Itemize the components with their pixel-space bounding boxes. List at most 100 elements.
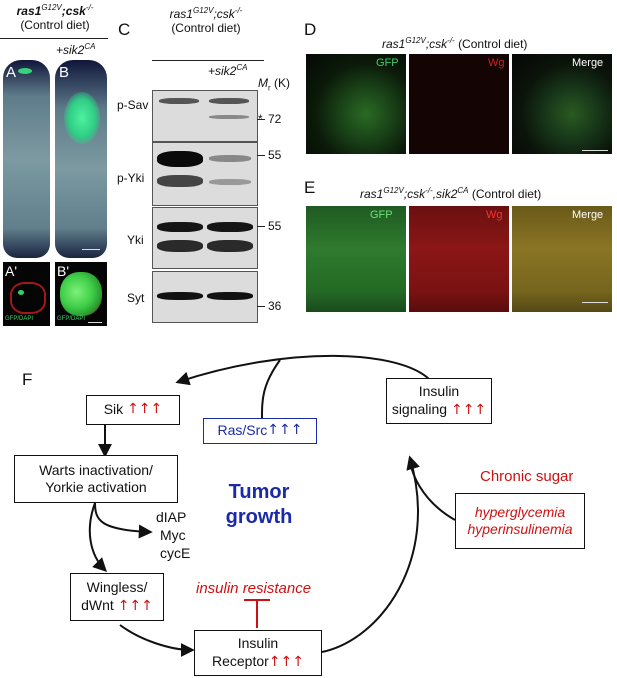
blot-band [157, 292, 203, 300]
mw-label-72: 72 [268, 112, 282, 126]
micro-d-merge [512, 54, 612, 154]
panel-c-header: ras1G12V;csk-/- (Control diet) [169, 6, 243, 35]
channel-label-d-merge: Merge [572, 57, 604, 69]
panel-ab-header-line [0, 38, 108, 39]
node-insulin-receptor: Insulin Receptor↑↑↑ [194, 630, 322, 676]
mw-tick [257, 226, 265, 227]
blot-psav [152, 90, 258, 142]
target-cyce: cycE [160, 545, 191, 562]
panel-c-header-line [152, 60, 264, 61]
blot-band [157, 222, 203, 232]
tissue-a-prime-gfp [18, 290, 24, 295]
node-insulin-receptor-line2: Receptor [211, 652, 269, 669]
blot-label-pyki: p-Yki [117, 171, 145, 185]
channel-label-e-wg: Wg [486, 209, 503, 221]
blot-band [159, 98, 199, 104]
larva-b-gfp-tumor [64, 92, 100, 144]
node-ras-src-arrows: ↑↑↑ [267, 422, 303, 439]
mr-label: Mr (K) [258, 76, 291, 93]
stain-label-b-prime: GFP/DAPI [57, 316, 86, 322]
blot-band [207, 240, 253, 252]
node-sik-arrows: ↑↑↑ [127, 401, 163, 418]
tissue-a-prime-dapi [10, 282, 46, 314]
target-diap: dIAP [156, 509, 187, 525]
arrow-hyper-to-signaling [409, 457, 456, 521]
node-ras-src-label: Ras/Src [217, 422, 268, 439]
blot-band [209, 98, 249, 104]
blot-band [207, 292, 253, 300]
mw-tick [257, 306, 265, 307]
panel-label-a: A [6, 64, 17, 81]
channel-label-d-wg: Wg [488, 57, 505, 69]
insulin-resistance-label: insulin resistance [196, 580, 312, 597]
arrow-warts-to-wingless [88, 502, 107, 572]
micro-d-wg [409, 54, 509, 154]
blot-label-syt: Syt [127, 291, 145, 305]
node-ras-src: Ras/Src↑↑↑ [203, 418, 317, 444]
node-wingless-line2: dWnt [81, 596, 114, 613]
scale-bar-e [582, 302, 608, 303]
blot-band [157, 175, 203, 187]
panel-d-title: ras1G12V;csk-/- (Control diet) [382, 36, 528, 51]
blot-pyki [152, 142, 258, 206]
scale-bar-b-prime [88, 322, 102, 323]
node-warts-yorkie: Warts inactivation/ Yorkie activation [14, 455, 178, 503]
panel-label-d: D [304, 20, 317, 39]
blot-label-psav: p-Sav [117, 98, 149, 112]
micro-e-merge [512, 206, 612, 312]
node-warts-line1: Warts inactivation/ [39, 461, 153, 478]
node-insulin-signaling-line2: signaling [391, 400, 448, 417]
blot-band [207, 222, 253, 232]
micro-e-gfp [306, 206, 406, 312]
blot-syt [152, 271, 258, 323]
panel-label-f: F [22, 370, 33, 389]
node-insulin-signaling: Insulin signaling ↑↑↑ [386, 378, 492, 424]
yorkie-targets: dIAP Myc cycE [156, 508, 190, 563]
panel-ab-plus-label: +sik2CA [56, 42, 96, 57]
mw-label-55-b: 55 [268, 219, 282, 233]
panel-label-a-prime: A' [5, 263, 18, 279]
node-hyperglycemia-line1: hyperglycemia [474, 503, 566, 520]
mw-label-36: 36 [268, 299, 282, 313]
mw-tick [257, 155, 265, 156]
panel-label-b-prime: B' [57, 263, 70, 279]
channel-label-e-gfp: GFP [370, 209, 393, 221]
arrow-insulin-signaling-to-sik [175, 354, 431, 386]
blot-band [209, 115, 249, 119]
node-wingless-line1: Wingless/ [86, 579, 148, 595]
larva-image-a [3, 60, 50, 258]
panel-ab-header: ras1G12V;csk-/- (Control diet) [16, 3, 94, 32]
panel-label-c: C [118, 20, 131, 39]
node-insulin-receptor-line1: Insulin [237, 635, 279, 651]
blot-band [157, 240, 203, 252]
tumor-growth-label: Tumor growth [225, 481, 293, 528]
node-insulin-signaling-line1: Insulin [418, 383, 460, 399]
tissue-b-prime-tumor [60, 272, 102, 316]
larva-a-gfp-spot [18, 68, 32, 74]
channel-label-d-gfp: GFP [376, 57, 399, 69]
scale-bar-b [82, 249, 100, 250]
node-wingless-arrows: ↑↑↑ [117, 597, 153, 614]
node-hyperinsulinemia-line2: hyperinsulinemia [467, 521, 573, 537]
node-hyperglycemia: hyperglycemia hyperinsulinemia [455, 493, 585, 549]
scale-bar-d [582, 150, 608, 151]
stain-label-a-prime: GFP/DAPI [5, 316, 34, 322]
mw-tick [257, 119, 265, 120]
node-warts-line2: Yorkie activation [45, 479, 147, 495]
blot-band [209, 179, 251, 185]
chronic-sugar-label: Chronic sugar [480, 468, 574, 485]
blot-band [209, 155, 251, 162]
arrow-ras-to-loop [261, 359, 281, 419]
node-wingless: Wingless/ dWnt ↑↑↑ [70, 573, 164, 621]
blot-label-yki: Yki [127, 233, 144, 247]
node-sik: Sik ↑↑↑ [86, 395, 180, 425]
node-insulin-signaling-arrows: ↑↑↑ [450, 401, 487, 418]
node-insulin-receptor-arrows: ↑↑↑ [268, 653, 304, 670]
panel-e-title: ras1G12V;csk-/-,sik2CA (Control diet) [360, 186, 542, 201]
micro-d-gfp [306, 54, 406, 154]
target-myc: Myc [160, 527, 186, 544]
arrow-receptor-to-signaling [321, 455, 420, 653]
arrow-warts-to-targets [94, 502, 153, 539]
node-sik-label: Sik [103, 401, 124, 418]
